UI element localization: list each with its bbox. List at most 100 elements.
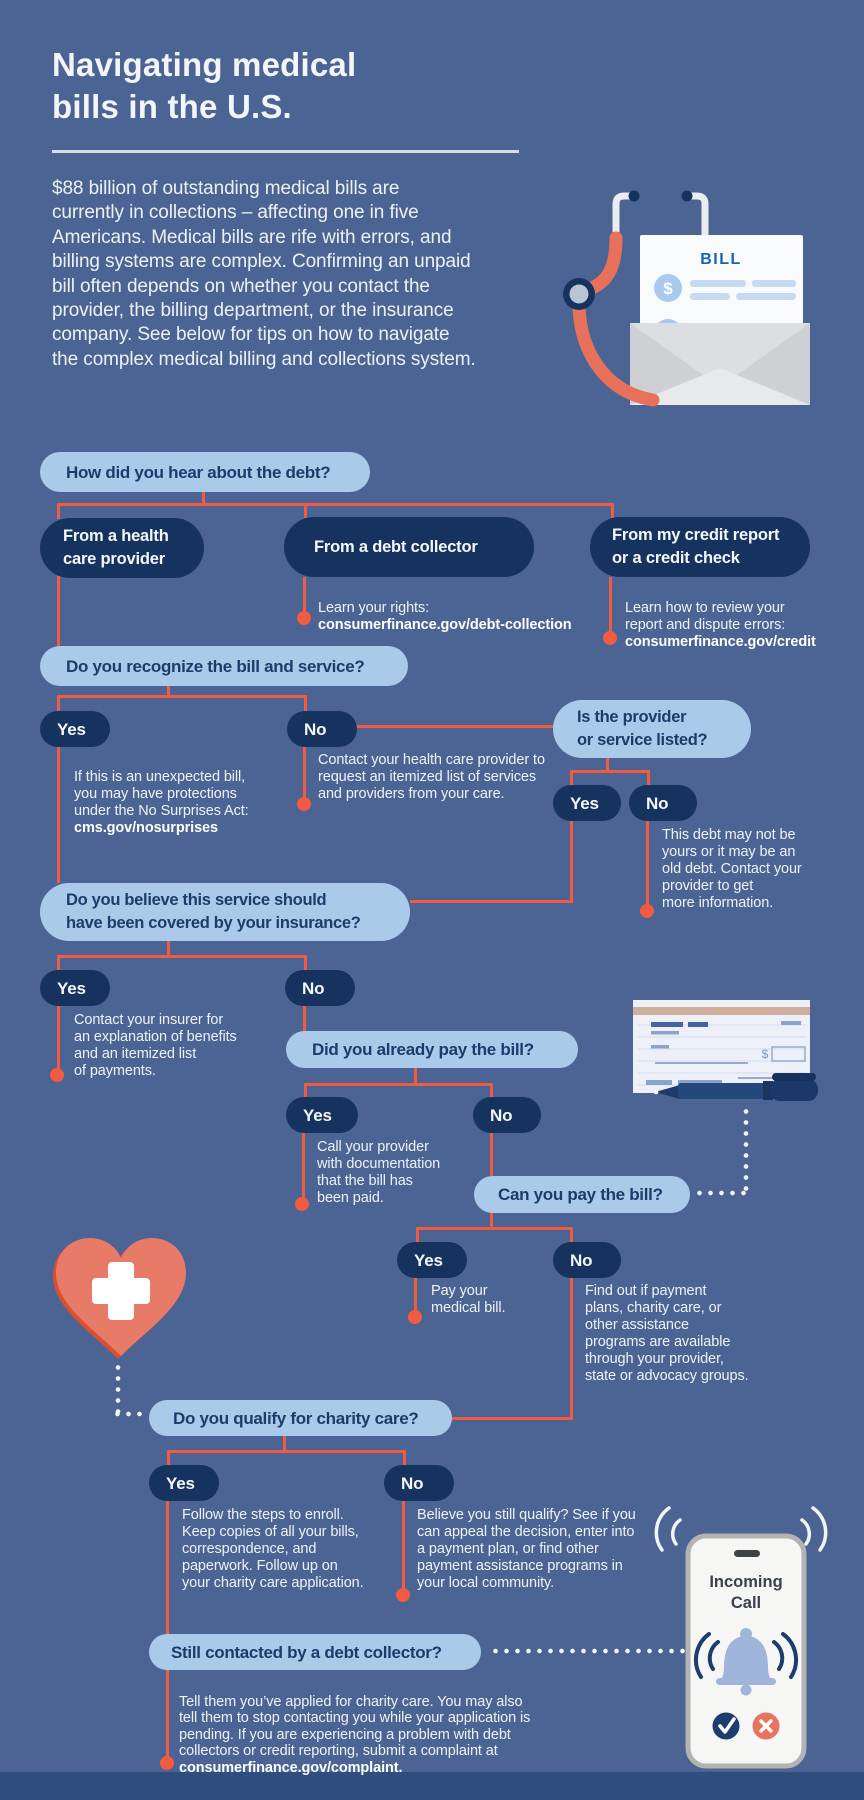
connector	[402, 1501, 405, 1592]
question-provider-listed: Is the provider or service listed?	[553, 700, 751, 758]
complaint-link[interactable]: consumerfinance.gov/complaint.	[179, 1759, 403, 1776]
connector	[304, 695, 307, 711]
answer-health-care-provider: From a health care provider	[40, 518, 204, 578]
connector	[304, 503, 307, 518]
phone-incoming-call-illustration	[654, 1506, 828, 1769]
q4-yes-pill: Yes	[40, 970, 110, 1006]
check-dollar-icon: $	[762, 1047, 769, 1061]
envelope-icon	[630, 323, 810, 405]
connector	[57, 576, 60, 646]
stethoscope-eartip-right	[681, 190, 693, 202]
connector	[414, 1278, 417, 1312]
connector	[57, 955, 307, 958]
connector	[57, 745, 60, 883]
connector	[606, 758, 609, 770]
q7-yes-pill: Yes	[149, 1465, 219, 1501]
connector	[354, 725, 553, 728]
connector-end-dot	[408, 1310, 422, 1324]
question-already-paid: Did you already pay the bill?	[286, 1031, 578, 1068]
connector	[57, 1006, 60, 1075]
q5-yes-pill: Yes	[286, 1097, 358, 1133]
note-text: Learn your rights:	[318, 600, 430, 616]
connector-end-dot	[297, 797, 311, 811]
ring-waves-icon	[654, 1506, 828, 1552]
debt-collector-note: Learn your rights: consumerfinance.gov/d…	[318, 583, 572, 651]
incoming-call-label: Incoming Call	[709, 1573, 783, 1612]
connector	[570, 770, 573, 785]
appeal-note: Believe you still qualify? See if you ca…	[417, 1507, 636, 1591]
pen-icon	[653, 1073, 818, 1101]
connector	[452, 1417, 573, 1420]
bill-envelope-stethoscope-illustration: BILL $ $	[563, 190, 810, 407]
connector	[57, 955, 60, 970]
accept-call-button	[712, 1712, 740, 1740]
connector	[570, 1227, 573, 1242]
bell-icon	[716, 1628, 776, 1696]
connector-end-dot	[160, 1756, 174, 1770]
dotted-connector	[743, 1106, 749, 1192]
note-text: If this is an unexpected bill, you may h…	[74, 769, 249, 819]
nosurprises-link[interactable]: cms.gov/nosurprises	[74, 820, 218, 836]
connector	[57, 695, 60, 711]
note-text: Learn how to review your report and disp…	[625, 600, 786, 633]
answer-credit-report: From my credit report or a credit check	[590, 517, 810, 577]
decline-call-button	[752, 1712, 780, 1740]
q2-yes-pill: Yes	[40, 711, 110, 747]
question-still-contacted: Still contacted by a debt collector?	[149, 1634, 481, 1670]
bill-title: BILL	[700, 251, 742, 268]
connector	[167, 940, 170, 955]
connector	[414, 1068, 417, 1083]
q3-no-pill: No	[629, 785, 697, 821]
dollar-icon: $	[663, 279, 673, 298]
assistance-programs-note: Find out if payment plans, charity care,…	[585, 1283, 749, 1384]
connector	[166, 1501, 169, 1761]
connector-end-dot	[50, 1068, 64, 1082]
dotted-connector	[490, 1648, 688, 1654]
connector-end-dot	[640, 904, 654, 918]
pay-bill-note: Pay your medical bill.	[431, 1283, 506, 1316]
stethoscope-tube-coral-lower	[572, 301, 660, 407]
phone-speaker	[734, 1550, 760, 1557]
q3-yes-pill: Yes	[553, 785, 621, 821]
q6-yes-pill: Yes	[397, 1242, 467, 1278]
documentation-note: Call your provider with documentation th…	[317, 1139, 441, 1206]
connector	[57, 503, 614, 506]
x-icon	[759, 1719, 773, 1733]
connector	[303, 577, 306, 613]
stethoscope-tube-left	[612, 192, 630, 242]
connector	[302, 1133, 305, 1199]
credit-report-note: Learn how to review your report and disp…	[625, 583, 816, 668]
q2-no-pill: No	[287, 711, 357, 747]
connector	[647, 770, 650, 785]
note-text: Tell them you’ve applied for charity car…	[179, 1693, 531, 1760]
connector	[570, 1278, 573, 1420]
connector	[570, 821, 573, 902]
connector	[303, 745, 306, 799]
connector	[646, 821, 649, 906]
connector	[283, 1436, 286, 1450]
q6-no-pill: No	[553, 1242, 621, 1278]
credit-link[interactable]: consumerfinance.gov/credit	[625, 634, 816, 650]
connector-end-dot	[297, 611, 311, 625]
connector-end-dot	[396, 1588, 410, 1602]
insurer-note: Contact your insurer for an explanation …	[74, 1012, 237, 1079]
old-debt-note: This debt may not be yours or it may be …	[662, 827, 802, 911]
connector	[570, 770, 650, 773]
connector	[611, 503, 614, 518]
connector	[416, 1227, 573, 1230]
dotted-connector	[115, 1362, 121, 1414]
connector	[304, 1083, 307, 1097]
stethoscope-tube-right	[691, 192, 709, 240]
connector-end-dot	[295, 1197, 309, 1211]
question-how-did-you-hear: How did you hear about the debt?	[40, 452, 370, 492]
complaint-note: Tell them you’ve applied for charity car…	[179, 1677, 530, 1793]
connector	[57, 503, 60, 519]
footer-bar	[0, 1772, 864, 1800]
question-can-you-pay: Can you pay the bill?	[474, 1176, 690, 1213]
connector	[490, 1213, 493, 1227]
connector	[410, 900, 573, 903]
intro-paragraph: $88 billion of outstanding medical bills…	[52, 178, 476, 370]
debt-collection-link[interactable]: consumerfinance.gov/debt-collection	[318, 617, 572, 633]
connector	[609, 577, 612, 632]
